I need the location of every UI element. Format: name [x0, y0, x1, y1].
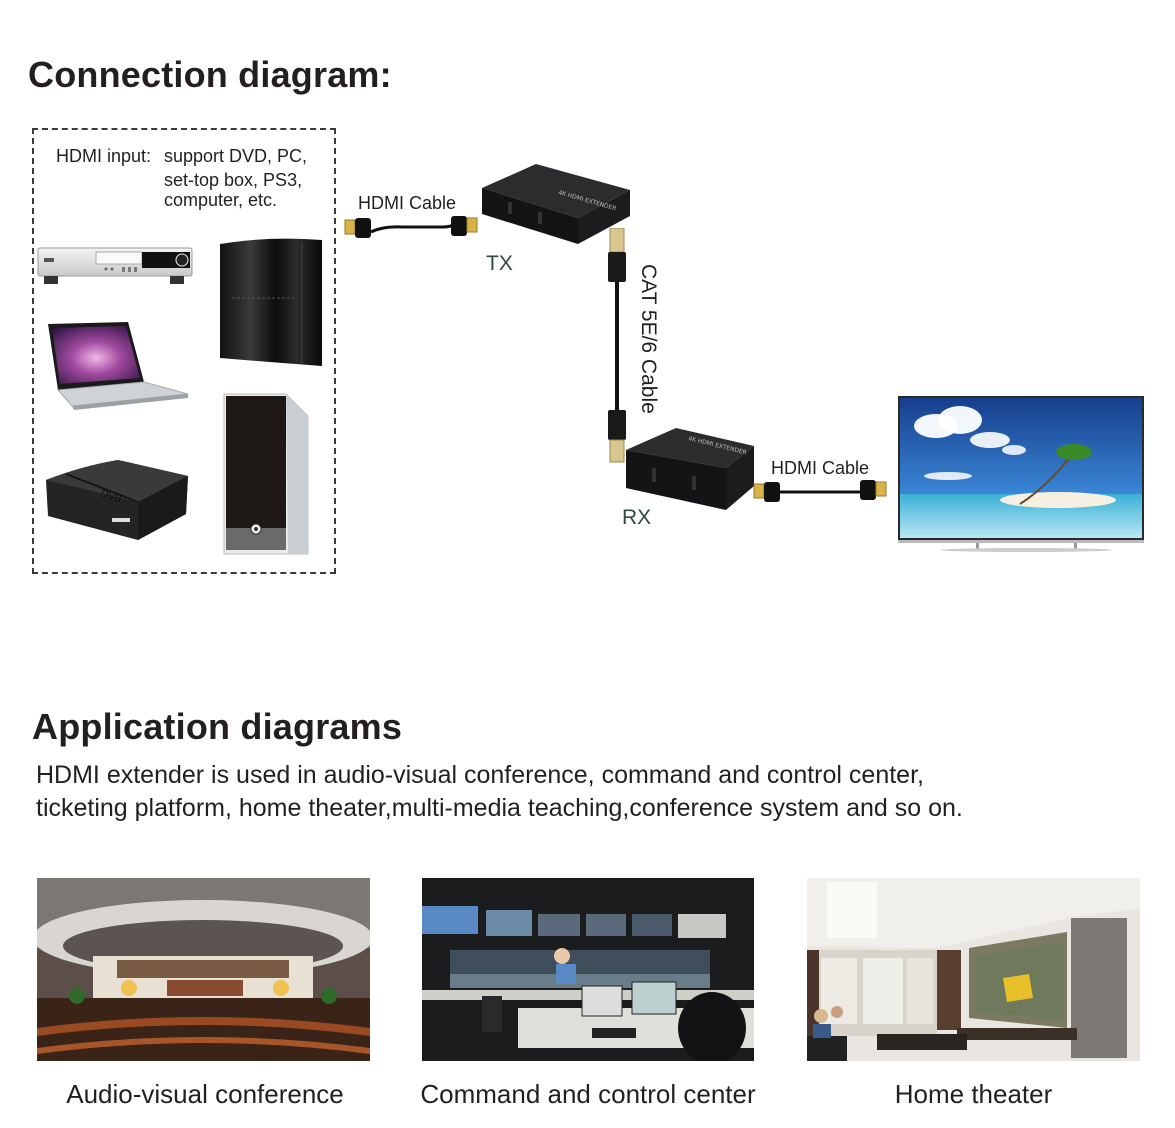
cat-cable-image: [604, 228, 632, 464]
hdmi-cable-1-image: [343, 214, 483, 242]
application-description-line-2: ticketing platform, home theater,multi-m…: [36, 794, 963, 822]
tx-transmitter-unit: 4K HDMI EXTENDER: [478, 160, 634, 246]
home-theater-caption: Home theater: [894, 1079, 1053, 1109]
audio-visual-conference-caption: Audio-visual conference: [66, 1079, 344, 1109]
command-control-center-caption: Command and control center: [420, 1079, 756, 1109]
cat-cable-label: CAT 5E/6 Cable: [637, 264, 660, 414]
hdmi-input-line-2: set-top box, PS3,: [164, 170, 303, 190]
hdmi-input-line-3: computer, etc.: [164, 190, 278, 210]
hdmi-input-sources-box: [32, 128, 336, 574]
set-top-box-image: DVB: [42, 458, 190, 542]
laptop-image: [44, 320, 190, 412]
dvd-player-image: [36, 242, 194, 286]
command-control-center-photo: [422, 878, 754, 1061]
hdmi-cable-2-image: [752, 478, 892, 506]
hdmi-input-label: HDMI input:: [56, 146, 152, 166]
application-description-line-1: HDMI extender is used in audio-visual co…: [36, 761, 924, 789]
desktop-computer-image: [222, 392, 312, 556]
cat-cable-label-wrapper: CAT 5E/6 Cable: [634, 264, 662, 434]
ps3-console-image: [218, 236, 326, 370]
application-diagrams-title: Application diagrams: [32, 706, 403, 747]
rx-label: RX: [622, 506, 652, 529]
audio-visual-conference-photo: [37, 878, 370, 1061]
tx-label: TX: [486, 252, 513, 275]
connection-diagram-title: Connection diagram:: [28, 54, 392, 95]
home-theater-photo: [807, 878, 1140, 1061]
rx-receiver-unit: 4K HDMI EXTENDER: [622, 424, 756, 512]
hdmi-input-line-1: support DVD, PC,: [164, 146, 308, 166]
hdmi-cable-2-label: HDMI Cable: [771, 458, 870, 478]
hdmi-cable-1-label: HDMI Cable: [358, 193, 457, 213]
tv-display-image: [898, 396, 1146, 552]
